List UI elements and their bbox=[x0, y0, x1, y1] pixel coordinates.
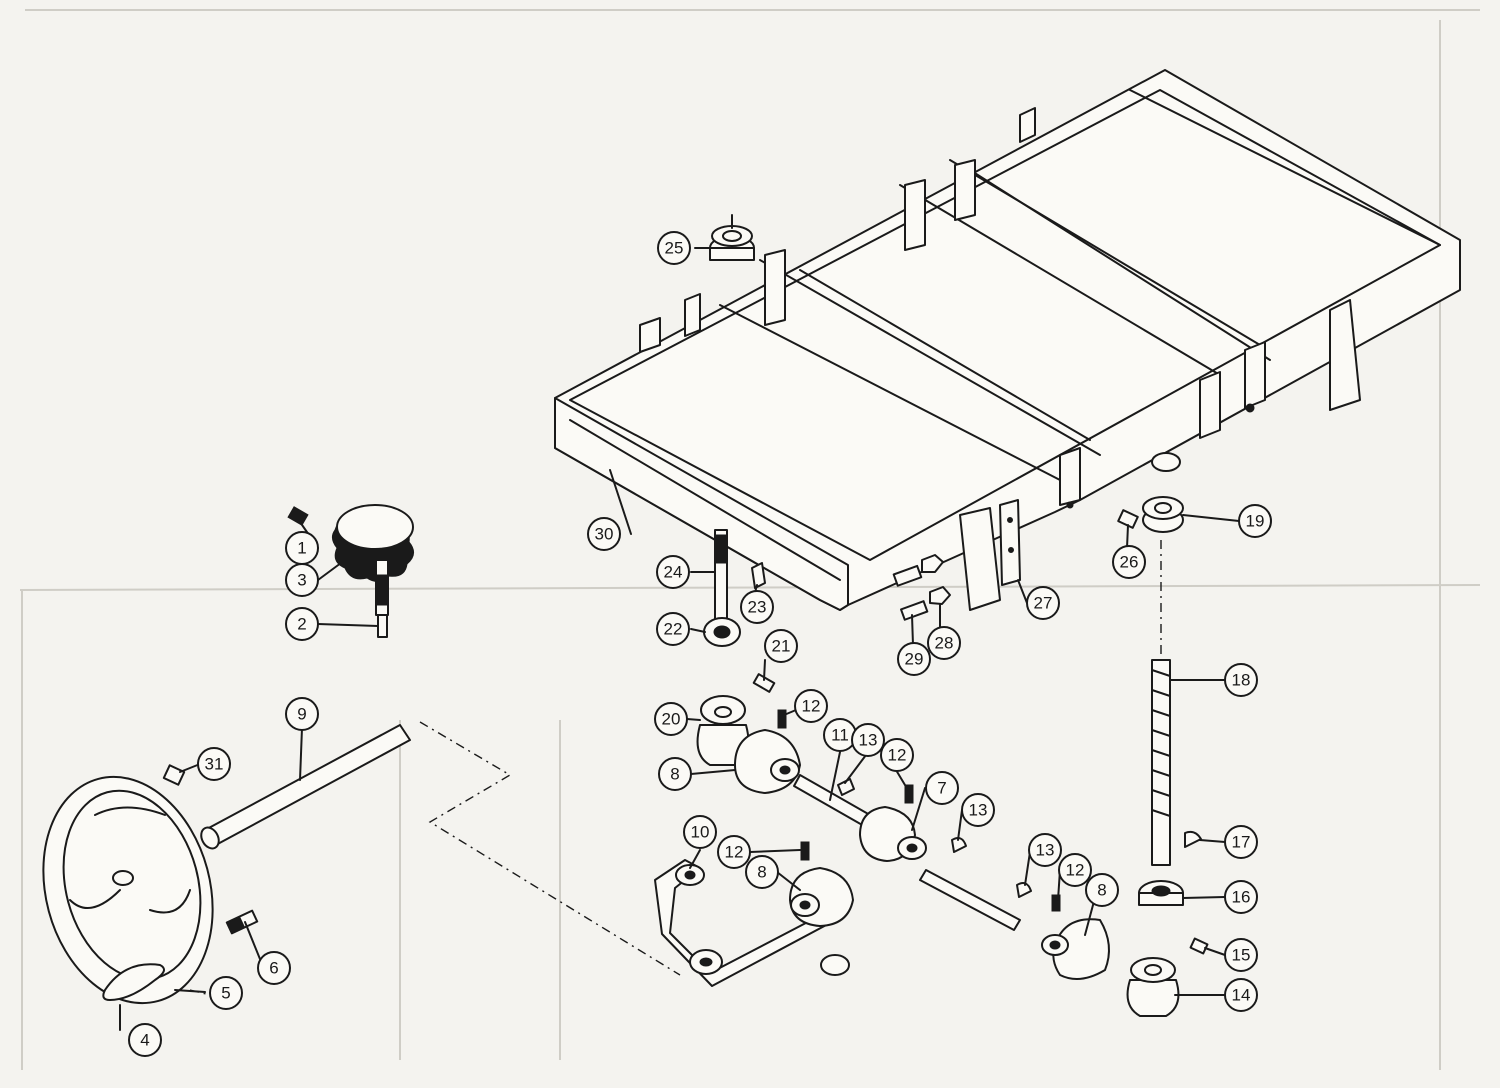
svg-text:6: 6 bbox=[269, 959, 278, 978]
callout-8a: 8 bbox=[658, 757, 692, 791]
bevel-gear-8-right bbox=[1041, 894, 1110, 980]
callout-7: 7 bbox=[925, 771, 959, 805]
svg-text:22: 22 bbox=[664, 620, 683, 639]
collar-25 bbox=[709, 214, 755, 261]
callout-11: 11 bbox=[823, 718, 857, 752]
svg-text:1: 1 bbox=[297, 539, 306, 558]
callout-25: 25 bbox=[657, 231, 691, 265]
svg-text:15: 15 bbox=[1232, 946, 1251, 965]
table-casting bbox=[554, 69, 1461, 611]
callout-13c: 13 bbox=[1028, 833, 1062, 867]
bevel-gear-8-upper bbox=[734, 709, 801, 794]
svg-text:24: 24 bbox=[664, 563, 683, 582]
svg-text:12: 12 bbox=[725, 843, 744, 862]
background-bleed-marks bbox=[19, 9, 1481, 1070]
drive-shafts bbox=[793, 774, 1032, 931]
callout-6: 6 bbox=[257, 951, 291, 985]
callout-23: 23 bbox=[740, 590, 774, 624]
svg-text:30: 30 bbox=[595, 525, 614, 544]
callout-26: 26 bbox=[1112, 545, 1146, 579]
callout-1: 1 bbox=[285, 531, 319, 565]
callout-13a: 13 bbox=[851, 723, 885, 757]
svg-text:12: 12 bbox=[888, 746, 907, 765]
handwheel-fasteners bbox=[162, 764, 259, 996]
svg-text:17: 17 bbox=[1232, 833, 1251, 852]
svg-text:21: 21 bbox=[772, 637, 791, 656]
callout-22: 22 bbox=[656, 612, 690, 646]
callout-12d: 12 bbox=[1058, 853, 1092, 887]
callout-31: 31 bbox=[197, 747, 231, 781]
callout-19: 19 bbox=[1238, 504, 1272, 538]
callout-leaders bbox=[119, 247, 1240, 1031]
cross-shaft-9 bbox=[200, 721, 681, 976]
svg-text:23: 23 bbox=[748, 598, 767, 617]
svg-text:4: 4 bbox=[140, 1031, 149, 1050]
gib-screws bbox=[892, 554, 951, 621]
svg-text:12: 12 bbox=[802, 697, 821, 716]
callout-10: 10 bbox=[683, 815, 717, 849]
svg-text:20: 20 bbox=[662, 710, 681, 729]
svg-text:8: 8 bbox=[757, 863, 766, 882]
callout-27: 27 bbox=[1026, 586, 1060, 620]
callout-12b: 12 bbox=[880, 738, 914, 772]
callout-12c: 12 bbox=[717, 835, 751, 869]
callout-30: 30 bbox=[587, 517, 621, 551]
svg-text:8: 8 bbox=[670, 765, 679, 784]
svg-text:16: 16 bbox=[1232, 888, 1251, 907]
svg-text:13: 13 bbox=[859, 731, 878, 750]
callout-15: 15 bbox=[1224, 938, 1258, 972]
callout-8b: 8 bbox=[745, 855, 779, 889]
svg-text:18: 18 bbox=[1232, 671, 1251, 690]
svg-text:19: 19 bbox=[1246, 512, 1265, 531]
callout-13b: 13 bbox=[961, 793, 995, 827]
svg-text:5: 5 bbox=[221, 984, 230, 1003]
lead-screw-18 bbox=[1151, 540, 1171, 866]
svg-text:8: 8 bbox=[1097, 881, 1106, 900]
svg-text:3: 3 bbox=[297, 571, 306, 590]
svg-text:7: 7 bbox=[937, 779, 946, 798]
svg-text:26: 26 bbox=[1120, 553, 1139, 572]
callout-21: 21 bbox=[764, 629, 798, 663]
callout-17: 17 bbox=[1224, 825, 1258, 859]
callout-14: 14 bbox=[1224, 978, 1258, 1012]
svg-text:25: 25 bbox=[665, 239, 684, 258]
svg-text:13: 13 bbox=[1036, 841, 1055, 860]
collar-19 bbox=[1117, 496, 1184, 533]
svg-text:9: 9 bbox=[297, 705, 306, 724]
svg-text:31: 31 bbox=[205, 755, 224, 774]
callout-2: 2 bbox=[285, 607, 319, 641]
callout-3: 3 bbox=[285, 563, 319, 597]
callout-4: 4 bbox=[128, 1023, 162, 1057]
callout-20: 20 bbox=[654, 702, 688, 736]
svg-text:14: 14 bbox=[1232, 986, 1251, 1005]
shaft-24 bbox=[703, 529, 766, 647]
bevel-gear-8-lower bbox=[789, 841, 854, 927]
callout-29: 29 bbox=[897, 642, 931, 676]
handwheel-4 bbox=[42, 775, 214, 1030]
lower-bearing-stack bbox=[1126, 830, 1209, 1017]
callout-24: 24 bbox=[656, 555, 690, 589]
svg-text:2: 2 bbox=[297, 615, 306, 634]
gib-strip bbox=[999, 499, 1021, 586]
svg-text:13: 13 bbox=[969, 801, 988, 820]
callout-8c: 8 bbox=[1085, 873, 1119, 907]
lead-screw-threads bbox=[1151, 669, 1171, 817]
callout-9: 9 bbox=[285, 697, 319, 731]
svg-text:10: 10 bbox=[691, 823, 710, 842]
callout-18: 18 bbox=[1224, 663, 1258, 697]
svg-text:27: 27 bbox=[1034, 594, 1053, 613]
callout-12a: 12 bbox=[794, 689, 828, 723]
svg-text:11: 11 bbox=[831, 726, 849, 745]
callout-5: 5 bbox=[209, 976, 243, 1010]
svg-text:28: 28 bbox=[935, 634, 954, 653]
shaft-bracket-10 bbox=[654, 859, 850, 987]
callout-16: 16 bbox=[1224, 880, 1258, 914]
callout-28: 28 bbox=[927, 626, 961, 660]
svg-text:29: 29 bbox=[905, 650, 924, 669]
svg-text:12: 12 bbox=[1066, 861, 1085, 880]
